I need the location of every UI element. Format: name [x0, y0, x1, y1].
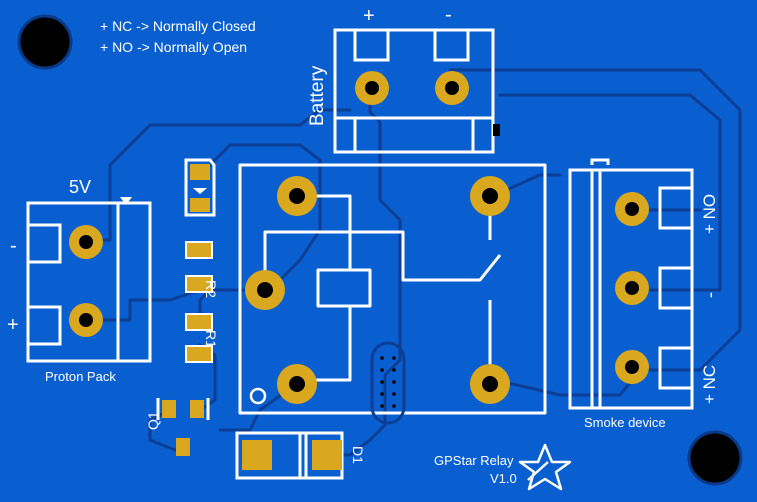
- brand-name: GPStar Relay: [434, 453, 514, 468]
- battery-polarity-mark: [493, 124, 500, 136]
- r2-label: R2: [203, 280, 219, 298]
- battery-label: Battery: [307, 65, 328, 126]
- legend-no: + NO -> Normally Open: [100, 39, 248, 55]
- smoke-device-minus-label: -: [700, 292, 720, 298]
- proton-pack-connector-outline: [26, 201, 152, 363]
- resistor-pads: [185, 241, 213, 363]
- battery-minus-label: -: [445, 4, 452, 26]
- led-footprint: [184, 158, 216, 217]
- transistor-footprint: [156, 398, 210, 456]
- battery-connector-outline: [333, 28, 495, 154]
- proton-pack-minus-label: -: [10, 235, 17, 257]
- battery-pads: [355, 71, 469, 105]
- relay-pads: [245, 176, 510, 404]
- proton-pack-pads: [69, 225, 103, 337]
- mounting-hole-bottom-right: [687, 430, 743, 486]
- relay-pin1-marker: [249, 387, 267, 405]
- legend-nc: + NC -> Normally Closed: [100, 18, 256, 34]
- smoke-device-no-label: + NO: [700, 193, 719, 234]
- proton-pack-plus-label: +: [7, 314, 19, 336]
- smoke-device-connector-outline: [568, 158, 694, 410]
- copper-traces: [85, 68, 742, 457]
- battery-plus-label: +: [363, 5, 375, 27]
- star-logo-icon: [518, 443, 572, 491]
- proton-pack-polarity-mark: [120, 197, 132, 205]
- q1-label: Q1: [145, 411, 161, 430]
- r1-label: R1: [203, 330, 219, 348]
- smoke-device-nc-label: + NC: [700, 364, 719, 404]
- diode-footprint: [235, 431, 344, 480]
- proton-pack-voltage: 5V: [69, 177, 92, 197]
- d1-label: D1: [350, 446, 366, 464]
- mounting-hole-top-left: [17, 14, 73, 70]
- brand-version: V1.0: [490, 471, 517, 486]
- via-slot: [370, 341, 406, 425]
- smoke-device-pads: [615, 192, 649, 384]
- smoke-device-label: Smoke device: [584, 415, 666, 430]
- proton-pack-label: Proton Pack: [45, 369, 116, 384]
